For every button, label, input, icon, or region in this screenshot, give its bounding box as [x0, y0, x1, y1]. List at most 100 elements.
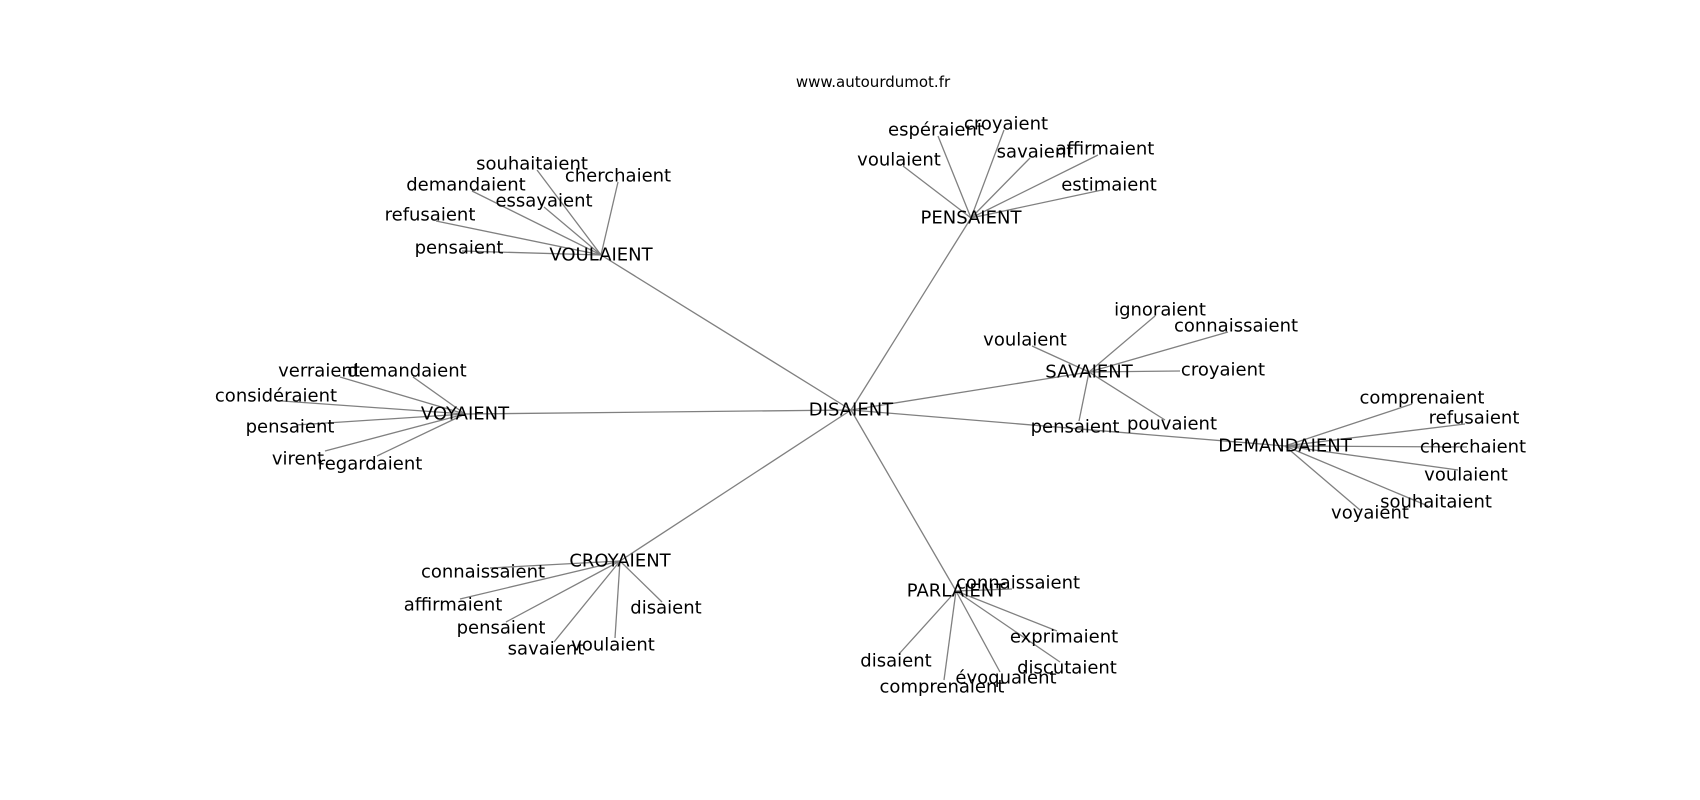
- edge-parlaient-leaf-4: [955, 590, 1001, 673]
- leaf-node-savaient-3: croyaient: [1181, 360, 1265, 381]
- leaf-node-voyaient-5: regardaient: [318, 454, 423, 475]
- leaf-node-pensaient-5: estimaient: [1061, 175, 1157, 196]
- edge-demandaient-leaf-0: [1284, 403, 1413, 447]
- leaf-node-pensaient-3: savaient: [997, 142, 1074, 163]
- edge-croyaient-leaf-0: [489, 560, 621, 569]
- leaf-node-voyaient-3: pensaient: [246, 417, 335, 438]
- edge-center-voulaient: [600, 254, 852, 411]
- hub-node-voyaient: VOYAIENT: [421, 404, 510, 425]
- leaf-node-voyaient-1: demandaient: [347, 361, 466, 382]
- edge-croyaient-leaf-2: [505, 560, 621, 623]
- edge-voyaient-leaf-3: [295, 413, 466, 426]
- edge-parlaient-leaf-5: [943, 590, 957, 681]
- leaf-node-pensaient-0: voulaient: [857, 150, 941, 171]
- edge-voyaient-leaf-2: [281, 400, 466, 415]
- edge-demandaient-leaf-1: [1284, 423, 1466, 447]
- edge-pensaient-leaf-4: [970, 154, 1099, 219]
- edge-center-pensaient: [850, 217, 972, 411]
- edge-croyaient-leaf-5: [619, 560, 663, 603]
- leaf-node-savaient-4: pouvaient: [1127, 414, 1217, 435]
- leaf-node-parlaient-3: discutaient: [1017, 658, 1117, 679]
- leaf-node-demandaient-2: cherchaient: [1420, 437, 1526, 458]
- leaf-node-parlaient-2: disaient: [860, 651, 931, 672]
- edge-voulaient-leaf-1: [471, 190, 602, 256]
- leaf-node-pensaient-4: affirmaient: [1056, 139, 1155, 160]
- edge-parlaient-leaf-2: [898, 590, 957, 655]
- hub-node-demandaient: DEMANDAIENT: [1218, 436, 1353, 457]
- leaf-node-savaient-0: ignoraient: [1114, 300, 1206, 321]
- leaf-node-savaient-1: connaissaient: [1174, 316, 1298, 337]
- edge-voulaient-leaf-3: [543, 206, 602, 256]
- edge-savaient-leaf-2: [1031, 345, 1090, 373]
- leaf-node-parlaient-5: comprenaient: [880, 677, 1005, 698]
- leaf-node-parlaient-4: évoquaient: [955, 668, 1056, 689]
- leaf-node-voyaient-0: verraient: [278, 361, 360, 382]
- edge-parlaient-leaf-0: [955, 588, 1013, 592]
- graph-edges: [281, 129, 1468, 681]
- hub-node-pensaient: PENSAIENT: [921, 208, 1023, 229]
- edge-parlaient-leaf-3: [955, 590, 1061, 663]
- leaf-node-voyaient-4: virent: [272, 449, 324, 470]
- leaf-node-voulaient-1: demandaient: [406, 175, 525, 196]
- leaf-node-croyaient-2: pensaient: [457, 618, 546, 639]
- hub-node-savaient: SAVAIENT: [1045, 362, 1134, 383]
- edge-parlaient-leaf-1: [955, 590, 1058, 632]
- leaf-node-voulaient-5: pensaient: [415, 238, 504, 259]
- edge-pensaient-leaf-3: [970, 157, 1031, 219]
- leaf-node-voulaient-0: souhaitaient: [476, 154, 588, 175]
- edge-pensaient-leaf-2: [970, 129, 1005, 219]
- edge-croyaient-leaf-1: [459, 560, 621, 600]
- leaf-node-demandaient-5: voyaient: [1331, 503, 1409, 524]
- leaf-node-demandaient-1: refusaient: [1429, 408, 1520, 429]
- watermark-label: www.autourdumot.fr: [796, 73, 951, 91]
- leaf-node-voulaient-2: cherchaient: [565, 166, 671, 187]
- edge-center-parlaient: [850, 409, 957, 592]
- edge-voulaient-leaf-4: [435, 220, 602, 256]
- leaf-node-pensaient-2: croyaient: [964, 114, 1048, 135]
- leaf-node-croyaient-4: voulaient: [571, 635, 655, 656]
- edge-voyaient-leaf-0: [339, 376, 466, 415]
- edge-pensaient-leaf-1: [937, 135, 972, 219]
- leaf-node-demandaient-0: comprenaient: [1360, 388, 1485, 409]
- hub-node-croyaient: CROYAIENT: [569, 551, 671, 572]
- leaf-node-pensaient-1: espéraient: [888, 120, 984, 141]
- edge-savaient-leaf-3: [1088, 370, 1181, 373]
- leaf-node-voulaient-4: refusaient: [385, 205, 476, 226]
- edge-croyaient-leaf-3: [553, 560, 621, 643]
- edge-voulaient-leaf-2: [600, 181, 619, 256]
- center-node-label: DISAIENT: [809, 400, 894, 421]
- leaf-node-demandaient-3: voulaient: [1424, 465, 1508, 486]
- edge-voulaient-leaf-5: [461, 250, 602, 256]
- edge-demandaient-leaf-4: [1284, 445, 1429, 507]
- leaf-node-croyaient-5: disaient: [630, 598, 701, 619]
- edge-pensaient-leaf-0: [902, 165, 972, 219]
- hub-node-parlaient: PARLAIENT: [907, 581, 1006, 602]
- leaf-node-croyaient-0: connaissaient: [421, 562, 545, 583]
- edge-center-demandaient: [850, 409, 1286, 447]
- edge-savaient-leaf-5: [1078, 371, 1090, 422]
- edge-demandaient-leaf-2: [1284, 445, 1468, 448]
- leaf-node-parlaient-1: exprimaient: [1010, 627, 1118, 648]
- edge-pensaient-leaf-5: [970, 189, 1103, 219]
- leaf-node-savaient-5: pensaient: [1031, 417, 1120, 438]
- edge-demandaient-leaf-3: [1284, 445, 1459, 471]
- edge-voyaient-leaf-5: [376, 413, 466, 457]
- edge-croyaient-leaf-4: [614, 560, 621, 639]
- leaf-node-parlaient-0: connaissaient: [956, 573, 1080, 594]
- leaf-node-croyaient-1: affirmaient: [404, 595, 503, 616]
- edge-center-croyaient: [619, 409, 852, 562]
- edge-savaient-leaf-1: [1088, 331, 1229, 373]
- edge-center-voyaient: [464, 409, 852, 415]
- leaf-node-demandaient-4: souhaitaient: [1380, 492, 1492, 513]
- hub-node-voulaient: VOULAIENT: [549, 245, 653, 266]
- edge-savaient-leaf-0: [1088, 315, 1156, 373]
- leaf-node-voyaient-2: considéraient: [215, 386, 337, 407]
- edge-voulaient-leaf-0: [536, 169, 602, 256]
- edge-voyaient-leaf-4: [324, 413, 466, 452]
- edge-center-savaient: [850, 371, 1090, 411]
- edge-savaient-leaf-4: [1088, 371, 1166, 421]
- leaf-node-voulaient-3: essayaient: [495, 191, 592, 212]
- edge-voyaient-leaf-1: [412, 376, 466, 415]
